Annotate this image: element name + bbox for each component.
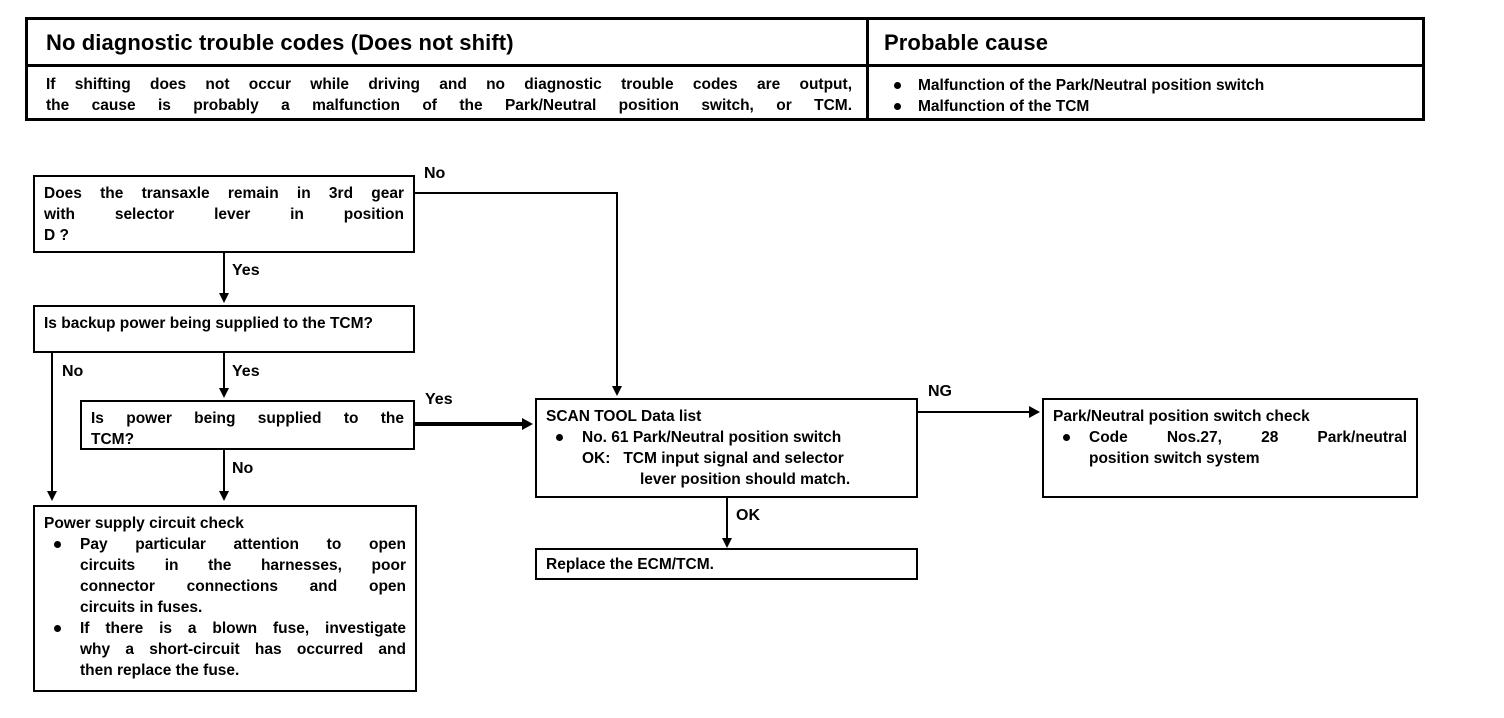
pn-switch-b1-line-1: Code Nos.27, 28 Park/neutral bbox=[1089, 429, 1407, 446]
connector-q1-no-horizontal bbox=[415, 192, 618, 194]
symptom-line-2: the cause is probably a malfunction of t… bbox=[46, 97, 852, 114]
table-header-divider bbox=[28, 64, 1422, 67]
table-cell-probable-causes: Malfunction of the Park/Neutral position… bbox=[884, 75, 1414, 117]
power-check-b1-line-4: circuits in fuses. bbox=[80, 599, 203, 616]
connector-scan-ok-vertical bbox=[726, 498, 728, 540]
scan-tool-ok-line-2: lever position should match. bbox=[640, 471, 851, 488]
q1-line-1: Does the transaxle remain in 3rd gear bbox=[44, 185, 404, 202]
table-column-divider bbox=[866, 20, 869, 118]
q2-line-1: Is backup power being supplied to the bbox=[44, 315, 326, 332]
replace-text: Replace the ECM/TCM. bbox=[546, 556, 714, 573]
connector-q1-no-vertical bbox=[616, 192, 618, 388]
edge-label-q3-no: No bbox=[232, 460, 254, 477]
edge-label-scan-ng: NG bbox=[928, 383, 952, 400]
scan-tool-bullet: No. 61 Park/Neutral position switch bbox=[546, 427, 907, 448]
edge-label-q3-yes: Yes bbox=[425, 391, 453, 408]
power-check-bullet-1: Pay particular attention to open circuit… bbox=[44, 534, 406, 618]
connector-q1-yes-vertical bbox=[223, 253, 225, 295]
power-check-b2-line-2: why a short-circuit has occurred and bbox=[80, 641, 406, 658]
arrowhead-q2-no bbox=[47, 491, 57, 501]
symptom-line-1: If shifting does not occur while driving… bbox=[46, 76, 852, 93]
decision-box-power-supplied: Is power being supplied to the TCM? bbox=[80, 400, 415, 450]
scan-tool-title: SCAN TOOL Data list bbox=[546, 406, 907, 427]
scan-tool-ok-line-1: TCM input signal and selector bbox=[623, 450, 844, 467]
q2-line-2: TCM? bbox=[329, 315, 373, 332]
q1-line-3: D ? bbox=[44, 227, 69, 244]
decision-box-transaxle-3rd-gear: Does the transaxle remain in 3rd gear wi… bbox=[33, 175, 415, 253]
scan-tool-ok-row: OK: TCM input signal and selector bbox=[546, 448, 907, 469]
edge-label-q1-yes: Yes bbox=[232, 262, 260, 279]
q1-line-2: with selector lever in position bbox=[44, 206, 404, 223]
power-check-b2-line-3: then replace the fuse. bbox=[80, 662, 240, 679]
table-cell-symptom-description: If shifting does not occur while driving… bbox=[46, 74, 852, 116]
action-box-park-neutral-switch-check: Park/Neutral position switch check Code … bbox=[1042, 398, 1418, 498]
arrowhead-q3-no bbox=[219, 491, 229, 501]
q3-line-2: TCM? bbox=[91, 431, 135, 448]
power-check-b1-line-2: circuits in the harnesses, poor bbox=[80, 557, 406, 574]
scan-tool-title-bold: SCAN TOOL bbox=[546, 408, 637, 425]
power-check-bullet-2: If there is a blown fuse, investigate wh… bbox=[44, 618, 406, 681]
action-box-replace-ecm-tcm: Replace the ECM/TCM. bbox=[535, 548, 918, 580]
pn-switch-b1-line-2: position switch system bbox=[1089, 450, 1260, 467]
connector-q3-no-vertical bbox=[223, 450, 225, 493]
scan-tool-ok-label: OK: bbox=[582, 450, 611, 467]
table-header-symptom: No diagnostic trouble codes (Does not sh… bbox=[46, 30, 514, 55]
q3-line-1: Is power being supplied to the bbox=[91, 410, 404, 427]
connector-q2-yes-vertical bbox=[223, 353, 225, 390]
power-check-title: Power supply circuit check bbox=[44, 515, 244, 532]
decision-box-backup-power: Is backup power being supplied to the TC… bbox=[33, 305, 415, 353]
scan-tool-title-rest: Data list bbox=[636, 408, 702, 425]
pn-switch-bullet-1: Code Nos.27, 28 Park/neutral position sw… bbox=[1053, 427, 1407, 469]
arrowhead-scan-ok bbox=[722, 538, 732, 548]
edge-label-q2-no: No bbox=[62, 363, 84, 380]
pn-switch-title: Park/Neutral position switch check bbox=[1053, 408, 1310, 425]
power-check-b1-line-3: connector connections and open bbox=[80, 578, 406, 595]
edge-label-q1-no: No bbox=[424, 165, 446, 182]
action-box-power-supply-circuit-check: Power supply circuit check Pay particula… bbox=[33, 505, 417, 692]
edge-label-scan-ok: OK bbox=[736, 507, 760, 524]
symptom-cause-table: No diagnostic trouble codes (Does not sh… bbox=[25, 17, 1425, 121]
table-header-probable-cause: Probable cause bbox=[884, 30, 1049, 55]
power-check-b2-line-1: If there is a blown fuse, investigate bbox=[80, 620, 406, 637]
arrowhead-q1-yes bbox=[219, 293, 229, 303]
cause-item: Malfunction of the TCM bbox=[884, 96, 1414, 117]
arrowhead-q3-yes bbox=[522, 418, 533, 430]
connector-scan-ng-horizontal bbox=[918, 411, 1030, 413]
edge-label-q2-yes: Yes bbox=[232, 363, 260, 380]
arrowhead-q1-no bbox=[612, 386, 622, 396]
connector-q3-yes-horizontal bbox=[415, 422, 523, 426]
connector-q2-no-vertical bbox=[51, 353, 53, 493]
action-box-scan-tool-data-list: SCAN TOOL Data list No. 61 Park/Neutral … bbox=[535, 398, 918, 498]
cause-item: Malfunction of the Park/Neutral position… bbox=[884, 75, 1414, 96]
arrowhead-scan-ng bbox=[1029, 406, 1040, 418]
power-check-b1-line-1: Pay particular attention to open bbox=[80, 536, 406, 553]
arrowhead-q2-yes bbox=[219, 388, 229, 398]
